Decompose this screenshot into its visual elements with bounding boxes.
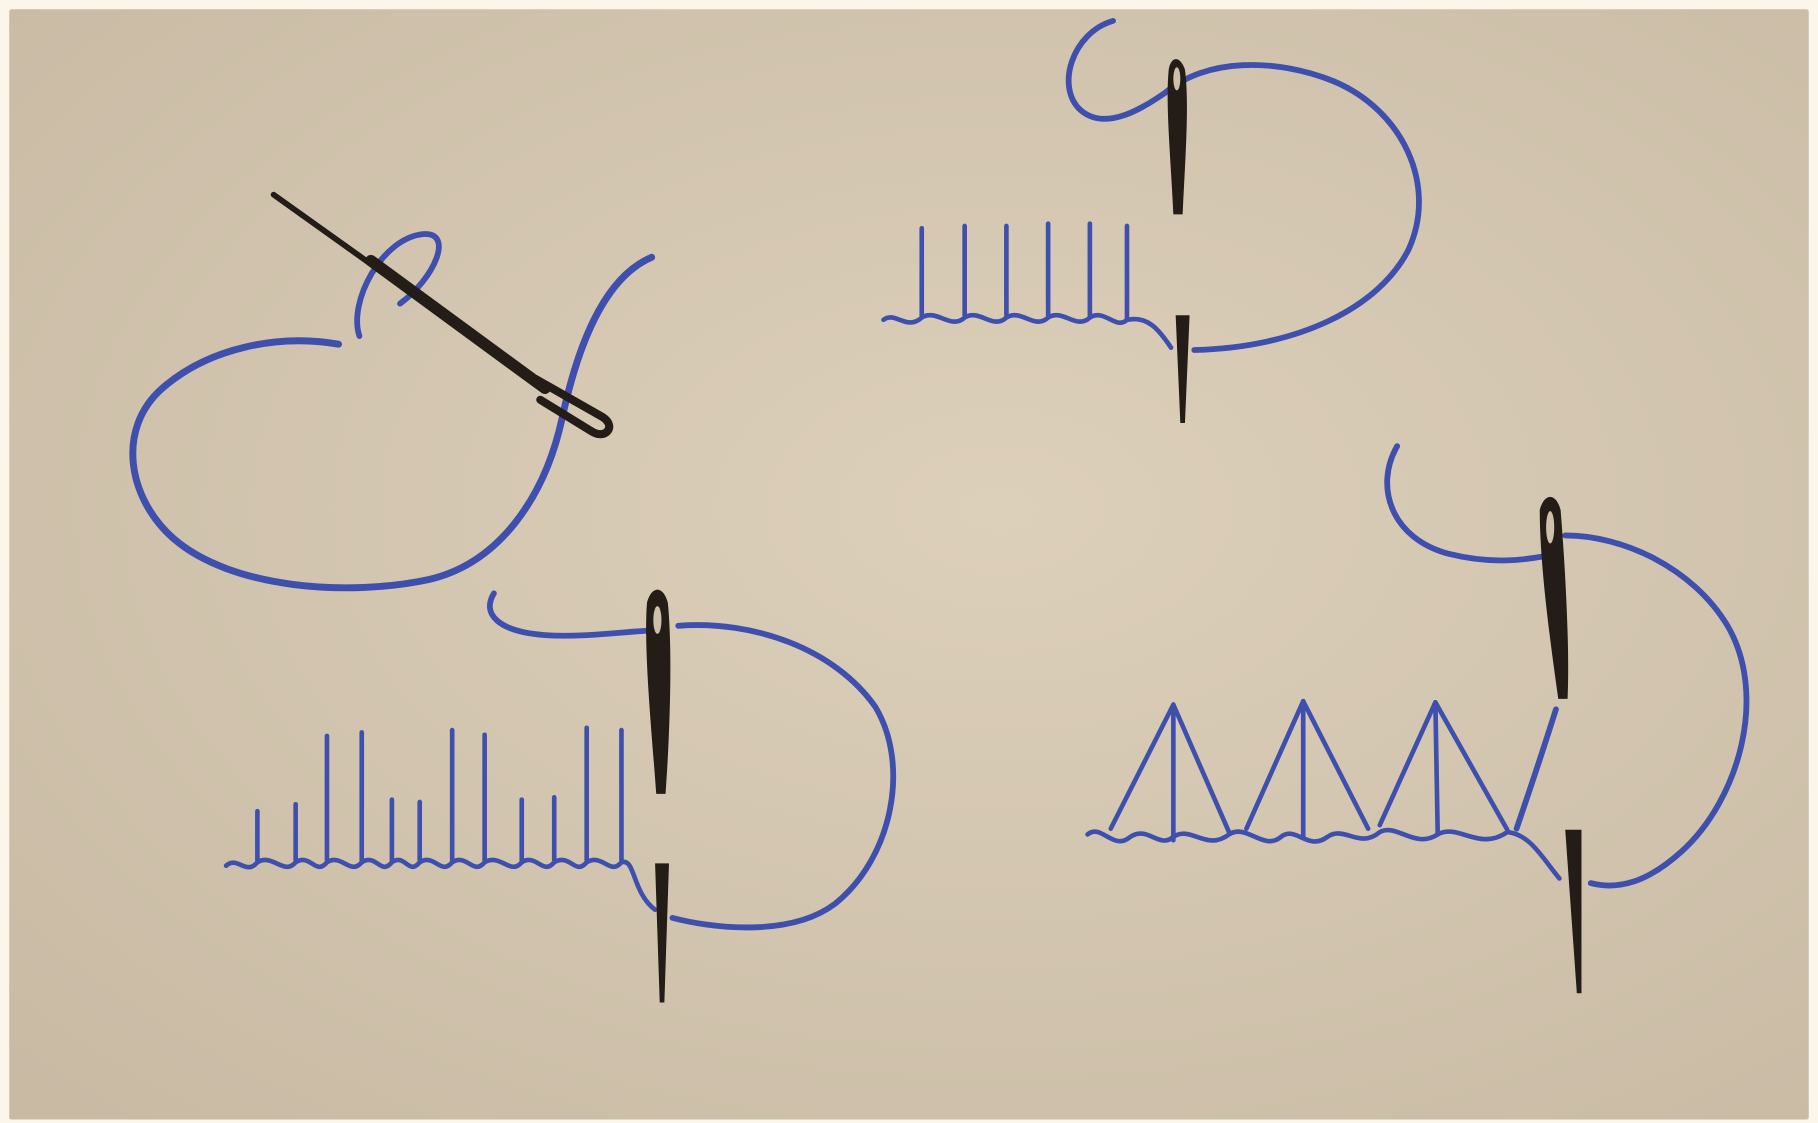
paper-background	[9, 9, 1808, 1119]
needle-eye	[653, 606, 661, 634]
needle-eye	[1546, 511, 1554, 543]
needle-eye	[1173, 67, 1180, 90]
